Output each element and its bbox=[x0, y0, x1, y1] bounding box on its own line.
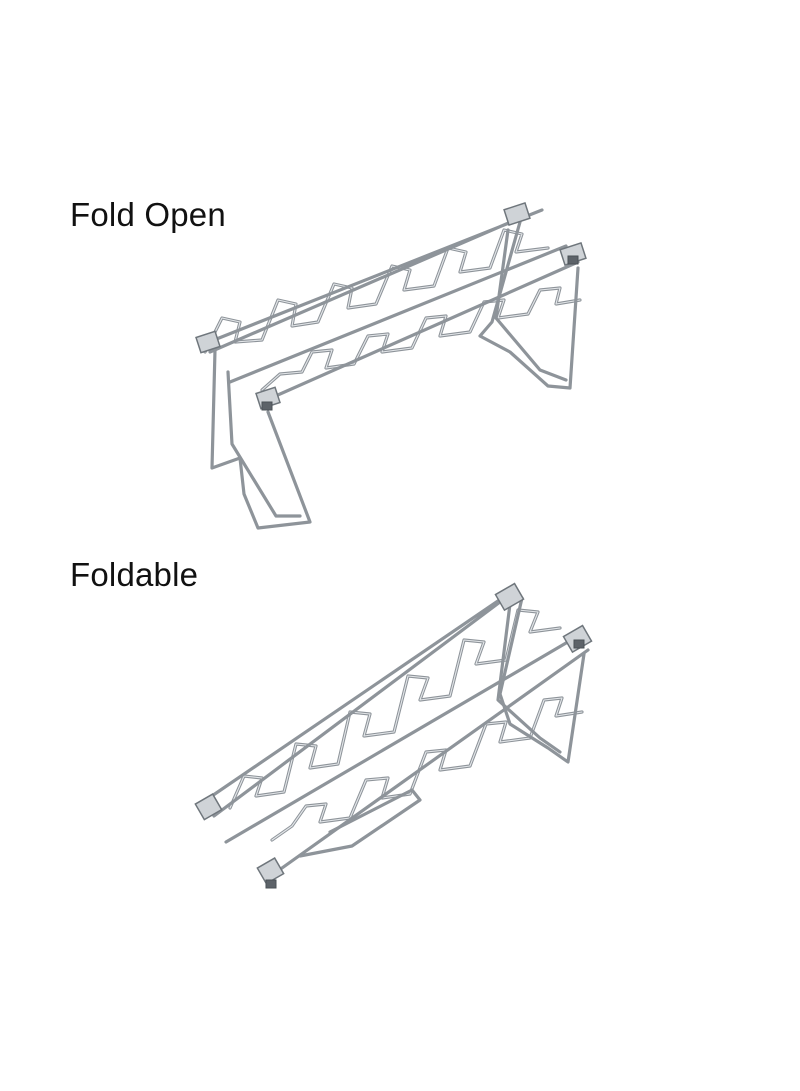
rack-open-clip-3 bbox=[503, 202, 531, 226]
rack-foldable bbox=[194, 582, 593, 889]
rack-foldable-clip-1 bbox=[194, 793, 223, 821]
foldable-caption: Foldable bbox=[70, 556, 199, 593]
rack-foldable-clip-2 bbox=[256, 857, 285, 885]
rack-open-left-leg bbox=[210, 348, 312, 530]
rack-open-right-leg bbox=[478, 220, 580, 390]
rack-open bbox=[195, 202, 587, 530]
rack-open-clip-1 bbox=[195, 330, 221, 354]
rack-open-rails bbox=[208, 208, 580, 404]
rack-foldable-clip-3 bbox=[494, 582, 525, 612]
rack-foldable-right-leg bbox=[498, 596, 586, 764]
fold-open-caption: Fold Open bbox=[70, 196, 226, 233]
rack-foldable-front-row bbox=[270, 696, 584, 842]
rack-foldable-left-leg bbox=[298, 788, 422, 858]
rack-foldable-rails bbox=[204, 588, 590, 880]
